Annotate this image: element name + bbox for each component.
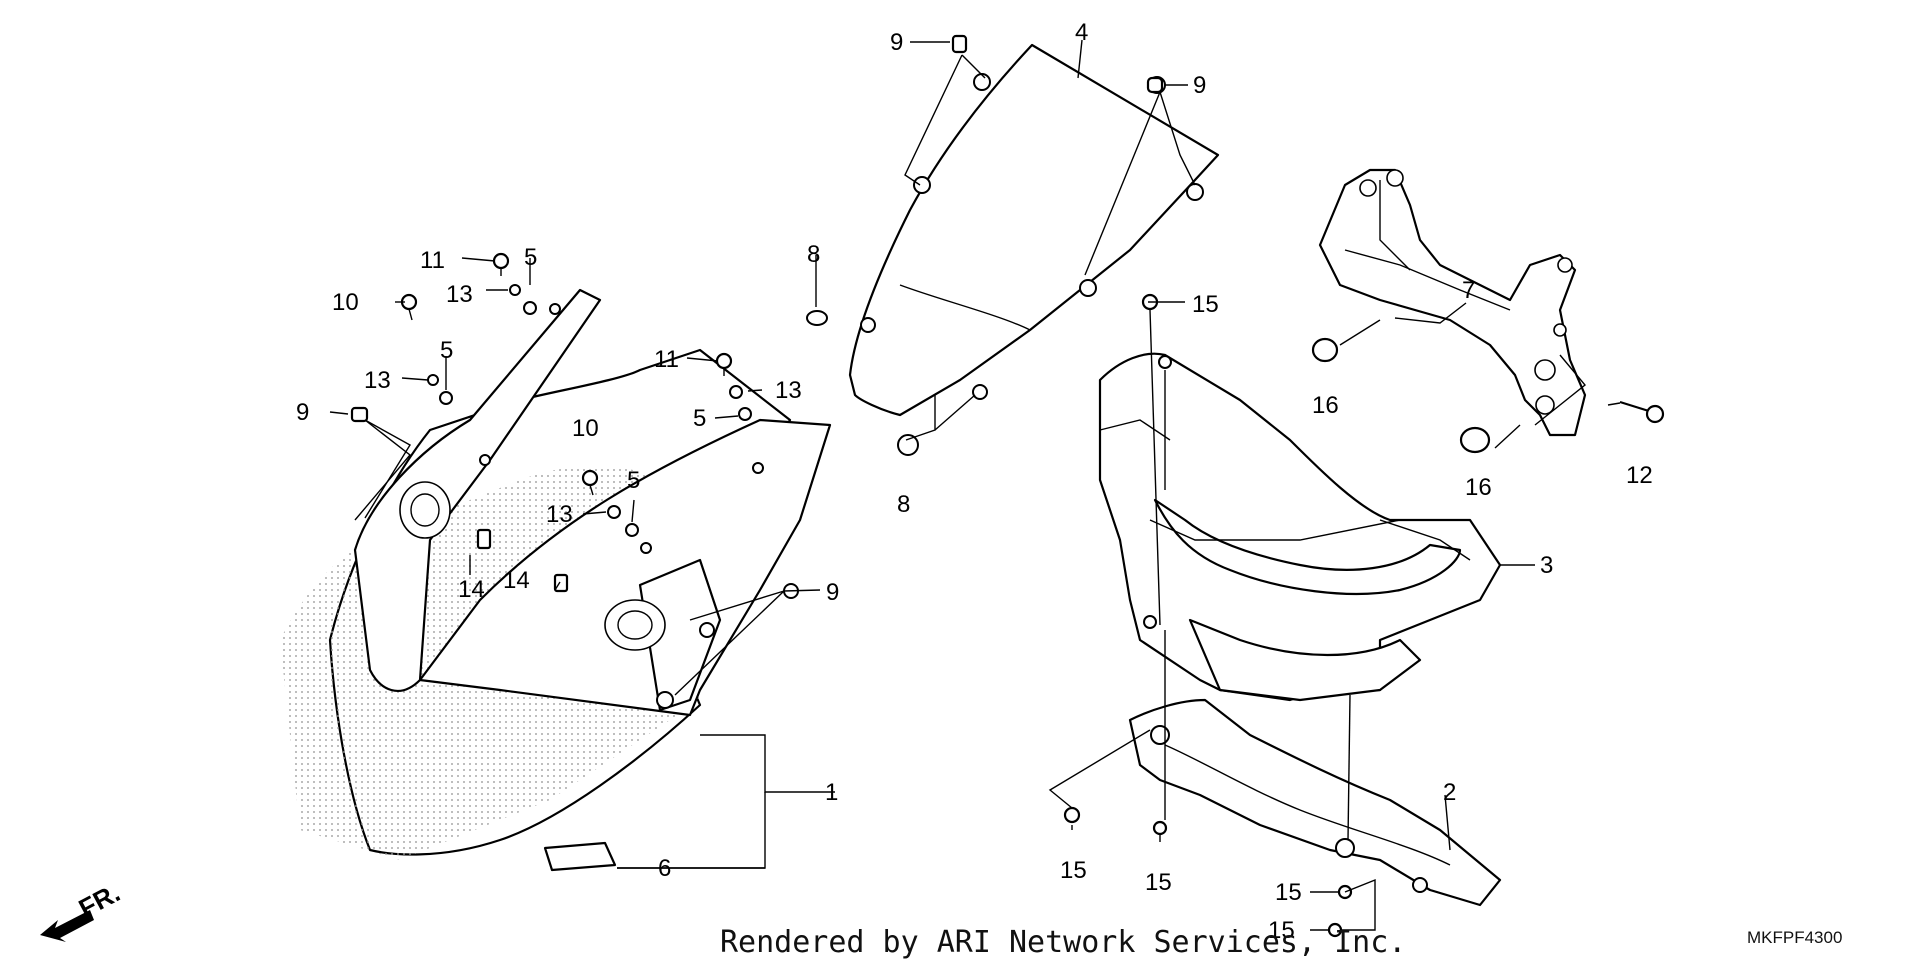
hardware-fasteners[interactable] [350, 76, 1665, 938]
callout-14b: 14 [503, 567, 530, 594]
callout-5b: 5 [440, 337, 453, 364]
callout-15c: 15 [1145, 869, 1172, 896]
callout-6: 6 [658, 855, 671, 882]
inner-frame-part-3[interactable] [1098, 352, 1502, 702]
callout-12: 12 [1626, 462, 1653, 489]
callout-7: 7 [1462, 277, 1475, 304]
bolt-12[interactable] [1619, 400, 1665, 424]
front-cowl-part-1[interactable] [280, 288, 832, 860]
callout-13d: 13 [546, 501, 573, 528]
callout-9a: 9 [890, 29, 903, 56]
callout-4: 4 [1075, 19, 1088, 46]
callout-10b: 10 [572, 415, 599, 442]
callout-2: 2 [1443, 779, 1456, 806]
footer-credit: Rendered by ARI Network Services, Inc. [720, 925, 1406, 960]
callout-15d: 15 [1275, 879, 1302, 906]
callout-11b: 11 [654, 346, 679, 373]
callout-15a: 15 [1192, 291, 1219, 318]
callout-1: 1 [825, 779, 838, 806]
callout-11a: 11 [420, 247, 445, 274]
callout-8b: 8 [897, 491, 910, 518]
callout-10a: 10 [332, 289, 359, 316]
diagram-code: MKFPF4300 [1747, 928, 1842, 947]
pad-part-6[interactable] [543, 841, 617, 872]
front-direction-arrow: FR. [40, 877, 125, 942]
callout-13b: 13 [364, 367, 391, 394]
stay-bracket-part-7[interactable] [1318, 168, 1587, 437]
screw-11-top[interactable] [492, 252, 510, 276]
callout-16a: 16 [1312, 392, 1339, 419]
callout-16b: 16 [1465, 474, 1492, 501]
callout-13a: 13 [446, 281, 473, 308]
screw-10-mid[interactable] [581, 469, 599, 496]
lower-cover-part-2[interactable] [1128, 698, 1502, 907]
callout-15e: 15 [1268, 917, 1295, 944]
callout-9d: 9 [826, 579, 839, 606]
callout-5d: 5 [627, 467, 640, 494]
callout-14a: 14 [458, 576, 485, 603]
windscreen-part-4[interactable] [806, 34, 1220, 456]
arrow-icon [40, 910, 94, 942]
callout-9b: 9 [1193, 72, 1206, 99]
callout-13c: 13 [775, 377, 802, 404]
callout-3: 3 [1540, 552, 1553, 579]
callout-15b: 15 [1060, 857, 1087, 884]
callout-5a: 5 [524, 244, 537, 271]
callout-5c: 5 [693, 405, 706, 432]
callout-8a: 8 [807, 241, 820, 268]
leader-lines [329, 39, 1621, 931]
screw-10-top[interactable] [400, 293, 418, 321]
callout-labels: 1 2 3 4 5 5 5 5 6 7 8 8 9 9 9 9 10 10 11… [296, 19, 1653, 944]
callout-9c: 9 [296, 399, 309, 426]
